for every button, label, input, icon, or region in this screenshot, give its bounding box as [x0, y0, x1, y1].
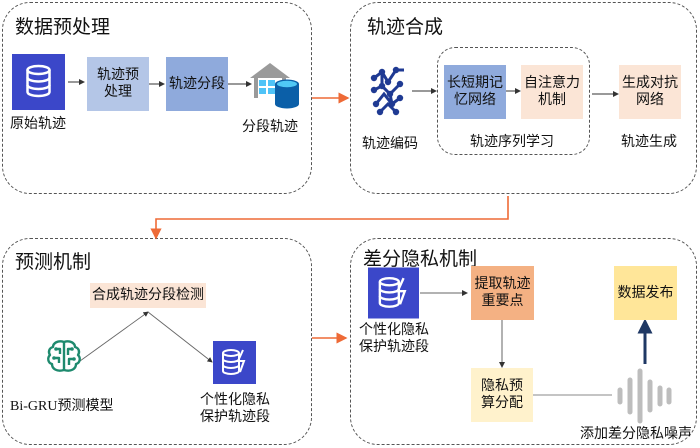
self-attention-line1: 自注意力 [524, 75, 580, 91]
trajectory-segment-label: 轨迹分段 [169, 75, 225, 92]
panel-title-synthesis: 轨迹合成 [367, 16, 444, 38]
lstm-box: 长短期记 忆网络 [444, 65, 506, 119]
lstm-line2: 忆网络 [454, 92, 496, 108]
gan-line1: 生成对抗 [622, 75, 678, 91]
panel-title-dp: 差分隐私机制 [363, 248, 478, 270]
privacy-budget-line2: 算分配 [481, 395, 523, 411]
protected-segment-line2: 保护轨迹段 [200, 409, 270, 425]
dp-protected-segment-line2: 保护轨迹段 [359, 339, 429, 355]
panel-title-preprocess: 数据预处理 [15, 16, 111, 38]
extract-key-points-line1: 提取轨迹 [474, 276, 531, 292]
protected-segment-line1: 个性化隐私 [200, 392, 270, 408]
protected-segment-label: 个性化隐私 保护轨迹段 [200, 392, 270, 426]
gan-box: 生成对抗 网络 [619, 65, 681, 119]
self-attention-line2: 机制 [538, 92, 566, 108]
gan-line2: 网络 [636, 92, 664, 108]
self-attention-box: 自注意力 机制 [521, 65, 583, 119]
sequence-learning-label: 轨迹序列学习 [470, 134, 554, 150]
privacy-budget-box: 隐私预 算分配 [471, 368, 533, 422]
brain-circuit-icon [47, 340, 81, 372]
extract-key-points-box: 提取轨迹 重要点 [471, 266, 534, 320]
bi-gru-model-label: Bi-GRU预测模型 [10, 399, 114, 414]
panel-title-prediction: 预测机制 [15, 251, 92, 273]
dp-protected-segment-db-icon [368, 267, 419, 319]
extract-key-points-line2: 重要点 [481, 293, 524, 309]
trajectory-preprocess-line2: 处理 [104, 84, 132, 100]
privacy-budget-line1: 隐私预 [481, 378, 523, 394]
synthetic-segment-detection-box: 合成轨迹分段检测 [90, 283, 206, 308]
add-dp-noise-label: 添加差分隐私噪声 [580, 426, 692, 442]
dp-protected-segment-label: 个性化隐私 保护轨迹段 [359, 322, 429, 356]
segmented-trajectory-label: 分段轨迹 [242, 119, 298, 135]
trajectory-generation-label: 轨迹生成 [621, 134, 677, 150]
sequence-learning-group [437, 47, 590, 155]
synthetic-segment-detection-label: 合成轨迹分段检测 [92, 287, 204, 303]
trajectory-preprocess-line1: 轨迹预 [97, 67, 139, 83]
neural-network-icon [370, 66, 404, 116]
database-icon [12, 54, 65, 110]
trajectory-preprocess-box: 轨迹预 处理 [87, 57, 149, 111]
trajectory-encoding-label: 轨迹编码 [362, 136, 418, 152]
noise-waveform-icon [617, 368, 672, 424]
raw-trajectory-label: 原始轨迹 [10, 116, 66, 132]
data-publish-label: 数据发布 [617, 284, 674, 301]
dp-protected-segment-line1: 个性化隐私 [359, 322, 429, 338]
lstm-line1: 长短期记 [447, 75, 503, 91]
trajectory-segment-box: 轨迹分段 [166, 57, 228, 111]
data-warehouse-icon [250, 63, 299, 109]
protected-segment-db-icon [213, 341, 256, 384]
data-publish-box: 数据发布 [614, 266, 677, 320]
flow-synthesis-to-prediction [150, 196, 509, 240]
